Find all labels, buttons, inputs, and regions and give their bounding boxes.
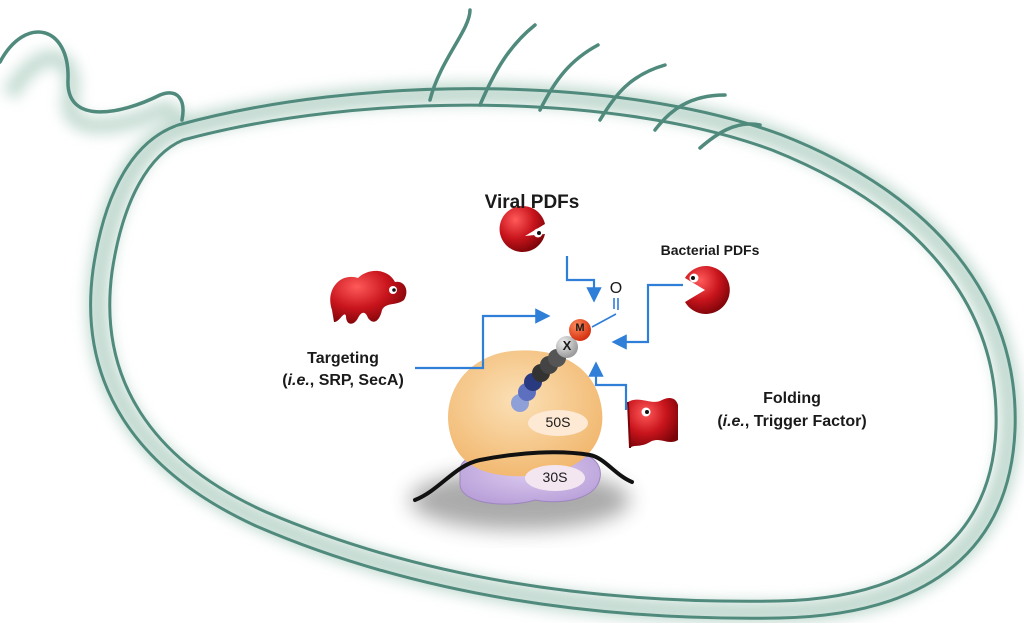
targeting-label: Targeting (i.e., SRP, SecA): [268, 348, 418, 392]
subunit-50s-label: 50S: [545, 414, 571, 430]
ribosome-50s-subunit: [448, 350, 603, 477]
subunit-30s-label: 30S: [542, 469, 568, 485]
arrow-folding: [588, 361, 628, 410]
residue-x-bead: [556, 336, 578, 358]
bacterial-pdfs-label: Bacterial PDFs: [660, 242, 760, 258]
folding-examples: (i.e., Trigger Factor): [717, 413, 867, 430]
arrow-targeting: [415, 308, 551, 370]
folding-title: Folding: [763, 390, 821, 407]
folding-ie: i.e.: [722, 413, 745, 430]
viral-pdf-protein: [499, 206, 545, 252]
targeting-title: Targeting: [307, 350, 379, 367]
formyl-oxygen-label: O: [609, 280, 623, 297]
cell-membrane: [89, 87, 1017, 620]
folding-label: Folding (i.e., Trigger Factor): [692, 387, 892, 433]
targeting-examples: (i.e., SRP, SecA): [282, 372, 404, 389]
interaction-arrows: [415, 256, 683, 410]
trigger-factor-protein: [627, 397, 678, 449]
subunit-50s-label-pad: [528, 410, 588, 436]
arrow-bacterial-pdf: [611, 283, 683, 350]
methionine-bead: [569, 319, 591, 341]
methionine-label: M: [575, 322, 585, 334]
arrow-viral-pdf: [565, 256, 602, 303]
cell-membrane-halo: [2, 50, 1022, 623]
residue-x-label: X: [562, 338, 572, 353]
formyl-group: [591, 298, 619, 328]
targeting-protein: [330, 270, 407, 324]
bacterial-pdf-protein: [685, 266, 730, 314]
mrna-strand: [413, 450, 634, 502]
viral-pdfs-label: Viral PDFs: [484, 192, 580, 213]
subunit-30s-label-pad: [525, 465, 585, 491]
targeting-ie: i.e.: [287, 372, 310, 389]
